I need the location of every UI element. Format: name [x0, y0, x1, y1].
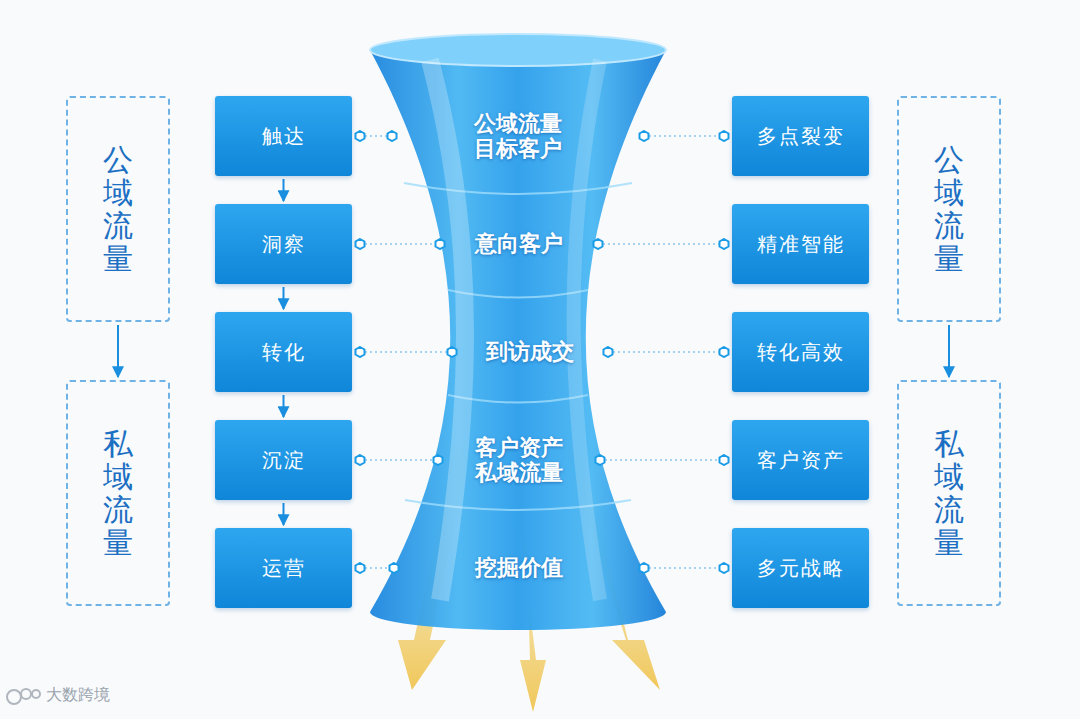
process-box: 转化: [215, 312, 352, 392]
node-text: 转化高效: [757, 339, 845, 366]
node-text: 转化: [262, 339, 306, 366]
process-box: 运营: [215, 528, 352, 608]
process-box: 沉淀: [215, 420, 352, 500]
node-text: 私域流量: [103, 427, 133, 559]
feature-box: 转化高效: [732, 312, 869, 392]
node-text: 精准智能: [757, 231, 845, 258]
dotted-connector: [360, 351, 452, 353]
node-text: 公域流量: [934, 143, 964, 275]
process-box: 洞察: [215, 204, 352, 284]
feature-box: 多元战略: [732, 528, 869, 608]
flow-arrow: [117, 325, 119, 377]
node-text: 多元战略: [757, 555, 845, 582]
flow-arrow: [283, 179, 285, 201]
node-text: 公域流量 目标客户: [467, 111, 568, 162]
region-box: 公域流量: [66, 96, 170, 322]
flow-arrow: [283, 503, 285, 525]
region-box: 私域流量: [66, 380, 170, 606]
region-box: 公域流量: [897, 96, 1001, 322]
dotted-connector: [360, 243, 440, 245]
node-text: 运营: [262, 555, 306, 582]
dotted-connector: [600, 459, 724, 461]
dotted-connector: [360, 567, 394, 569]
node-text: 多点裂变: [757, 123, 845, 150]
feature-box: 多点裂变: [732, 96, 869, 176]
funnel-band: 公域流量 目标客户: [400, 100, 636, 172]
dotted-connector: [598, 243, 724, 245]
feature-box: 客户资产: [732, 420, 869, 500]
dotted-connector: [608, 351, 724, 353]
dotted-connector: [360, 135, 392, 137]
node-text: 客户资产 私域流量: [468, 435, 569, 486]
feature-box: 精准智能: [732, 204, 869, 284]
flow-arrow: [948, 325, 950, 377]
node-text: 意向客户: [475, 231, 563, 256]
node-text: 私域流量: [934, 427, 964, 559]
flow-arrow: [283, 395, 285, 417]
region-box: 私域流量: [897, 380, 1001, 606]
band-separators: [404, 183, 632, 510]
funnel-band: 到访成交: [460, 316, 600, 388]
node-text: 沉淀: [262, 447, 306, 474]
dotted-connector: [360, 459, 438, 461]
node-text: 公域流量: [103, 143, 133, 275]
funnel-rim: [370, 34, 666, 66]
funnel-band: 挖掘价值: [402, 532, 636, 604]
node-text: 触达: [262, 123, 306, 150]
dotted-connector: [644, 135, 724, 137]
node-text: 客户资产: [757, 447, 845, 474]
funnel-highlight: [574, 60, 600, 600]
funnel-band: 客户资产 私域流量: [446, 424, 592, 496]
watermark: 大数跨境: [46, 685, 110, 706]
node-text: 洞察: [262, 231, 306, 258]
flow-arrow: [283, 287, 285, 309]
process-box: 触达: [215, 96, 352, 176]
node-text: 到访成交: [486, 339, 574, 364]
funnel-highlight: [430, 60, 465, 600]
hourglass-funnel: [370, 50, 666, 630]
watermark-logo: [7, 689, 40, 704]
dotted-connector: [644, 567, 724, 569]
node-text: 挖掘价值: [475, 555, 563, 580]
funnel-band: 意向客户: [448, 208, 590, 280]
